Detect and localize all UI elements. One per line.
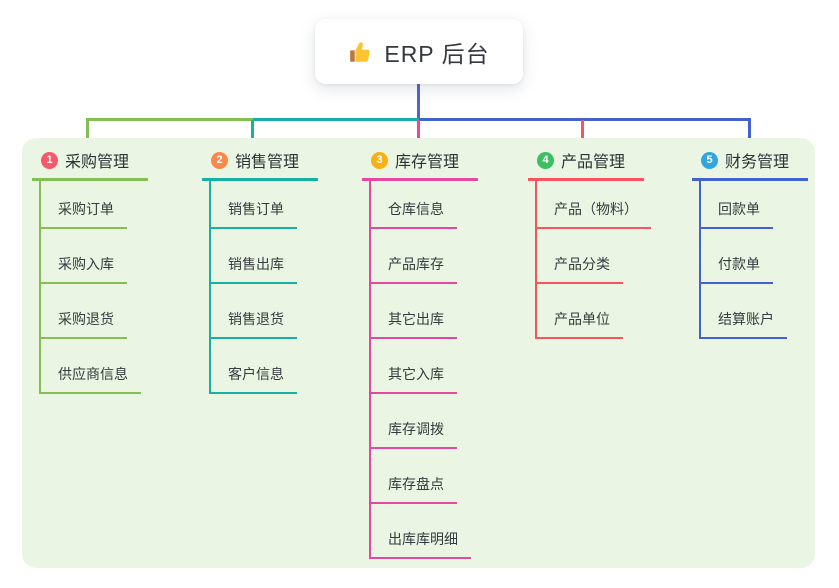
branch-header[interactable]: 2 销售管理: [202, 148, 318, 181]
branch-title: 产品管理: [561, 154, 626, 171]
bus-segment-teal: [253, 118, 419, 121]
bus-segment-green: [86, 118, 253, 121]
branch-drop-line-1: [86, 120, 89, 144]
node-leaf[interactable]: 其它出库: [371, 284, 457, 339]
branch-3: 3 库存管理仓库信息产品库存其它出库其它入库库存调拨库存盘点出库库明细: [362, 148, 478, 559]
node-leaf[interactable]: 产品分类: [537, 229, 623, 284]
node-leaf[interactable]: 采购订单: [41, 181, 127, 229]
branch-title: 采购管理: [65, 154, 130, 171]
branch-number-badge: 3: [371, 151, 388, 169]
branch-2: 2 销售管理销售订单销售出库销售退货客户信息: [202, 148, 318, 394]
node-leaf[interactable]: 仓库信息: [371, 181, 457, 229]
node-leaf[interactable]: 其它入库: [371, 339, 457, 394]
branch-1: 1 采购管理采购订单采购入库采购退货供应商信息: [32, 148, 148, 394]
branch-children: 采购订单采购入库采购退货供应商信息: [39, 181, 148, 394]
branch-5: 5 财务管理回款单付款单结算账户: [692, 148, 808, 339]
branch-header[interactable]: 3 库存管理: [362, 148, 478, 181]
bus-segment-blue: [419, 118, 751, 121]
branch-children: 产品（物料）产品分类产品单位: [535, 181, 651, 339]
root-connector-line: [417, 84, 420, 121]
node-leaf[interactable]: 产品单位: [537, 284, 623, 339]
branch-children: 销售订单销售出库销售退货客户信息: [209, 181, 318, 394]
branch-header[interactable]: 5 财务管理: [692, 148, 808, 181]
node-leaf[interactable]: 采购入库: [41, 229, 127, 284]
node-leaf[interactable]: 库存盘点: [371, 449, 457, 504]
branch-title: 财务管理: [725, 154, 790, 171]
root-node[interactable]: ERP 后台: [315, 19, 523, 84]
node-leaf[interactable]: 销售订单: [211, 181, 297, 229]
branch-header[interactable]: 1 采购管理: [32, 148, 148, 181]
node-leaf[interactable]: 付款单: [701, 229, 773, 284]
node-leaf[interactable]: 供应商信息: [41, 339, 141, 394]
thumbs-up-icon: [348, 39, 374, 65]
branches-panel: 1 采购管理采购订单采购入库采购退货供应商信息 2 销售管理销售订单销售出库销售退货客…: [22, 138, 815, 568]
branch-drop-line-5: [748, 120, 751, 144]
branch-4: 4 产品管理产品（物料）产品分类产品单位: [528, 148, 651, 339]
branch-drop-line-4: [581, 120, 584, 144]
branch-title: 销售管理: [235, 154, 300, 171]
node-leaf[interactable]: 库存调拨: [371, 394, 457, 449]
branch-number-badge: 5: [701, 151, 718, 169]
branch-header[interactable]: 4 产品管理: [528, 148, 644, 181]
branch-title: 库存管理: [395, 154, 460, 171]
branch-number-badge: 1: [41, 151, 58, 169]
branch-number-badge: 4: [537, 151, 554, 169]
node-leaf[interactable]: 出库库明细: [371, 504, 471, 559]
node-leaf[interactable]: 销售出库: [211, 229, 297, 284]
node-leaf[interactable]: 销售退货: [211, 284, 297, 339]
branch-drop-line-2: [251, 120, 254, 144]
branch-drop-line-3: [417, 120, 420, 144]
node-leaf[interactable]: 客户信息: [211, 339, 297, 394]
branch-children: 仓库信息产品库存其它出库其它入库库存调拨库存盘点出库库明细: [369, 181, 478, 559]
branch-children: 回款单付款单结算账户: [699, 181, 808, 339]
node-leaf[interactable]: 产品（物料）: [537, 181, 651, 229]
root-title: ERP 后台: [384, 40, 490, 67]
node-leaf[interactable]: 采购退货: [41, 284, 127, 339]
node-leaf[interactable]: 回款单: [701, 181, 773, 229]
node-leaf[interactable]: 结算账户: [701, 284, 787, 339]
node-leaf[interactable]: 产品库存: [371, 229, 457, 284]
branch-number-badge: 2: [211, 151, 228, 169]
